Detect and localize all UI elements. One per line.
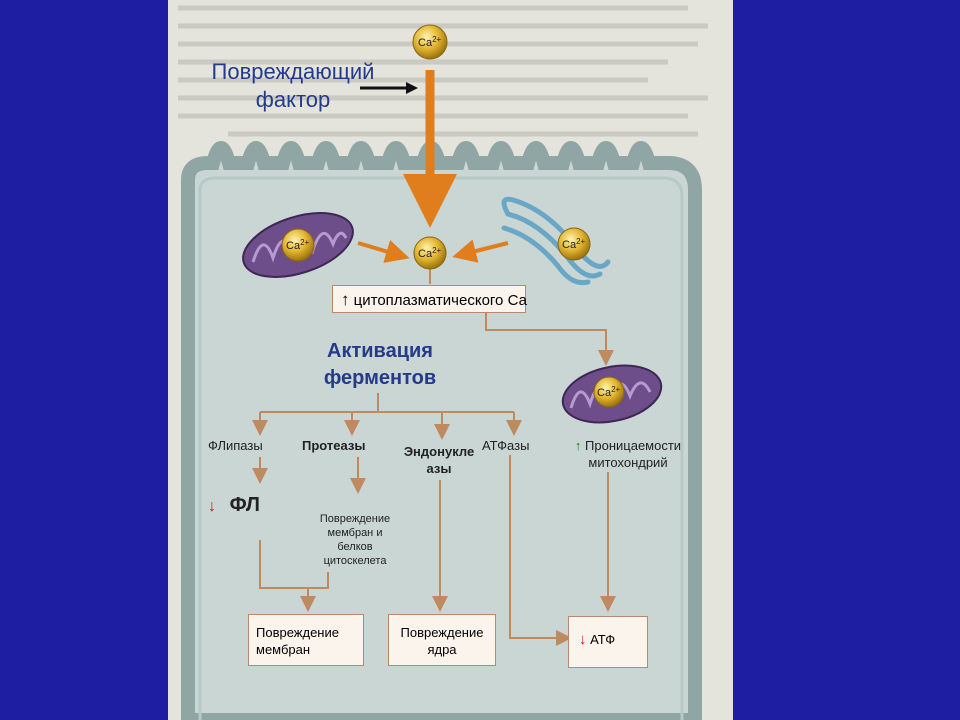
damaging-factor-label: Повреждающий фактор	[198, 58, 388, 114]
increase-arrow-icon: ↑	[341, 290, 350, 309]
cytoplasmic-ca-text: цитоплазматического Са	[353, 292, 527, 309]
cytoskeleton-line4: цитоскелета	[323, 555, 387, 567]
cytoskeleton-damage-label: Повреждение мембран и белков цитоскелета	[300, 512, 410, 568]
mito-permeability-line1: Проницаемости	[585, 438, 682, 453]
calcium-label: Ca2+	[418, 246, 442, 260]
mito-permeability-line2: митохондрий	[588, 455, 668, 470]
cytoplasmic-ca-box: ↑ цитоплазматического Са	[332, 285, 527, 313]
damaging-factor-line1: Повреждающий	[211, 59, 375, 84]
slide-page: Ca2+ Ca2+ Ca2+ Ca2+ Ca2+ Повреждающий	[168, 0, 733, 720]
mito-permeability-label: ↑ Проницаемости митохондрий	[558, 437, 698, 471]
cytoskeleton-line3: белков	[337, 541, 373, 553]
cytoskeleton-line1: Повреждение	[319, 513, 391, 525]
black-arrow-head	[406, 82, 418, 94]
arrow-er-to-ca	[452, 239, 509, 263]
calcium-right-mito-icon	[593, 376, 625, 408]
nuclear-damage-box: Повреждение ядра	[388, 614, 496, 666]
membrane-damage-box: Повреждение мембран	[248, 614, 364, 666]
calcium-er-icon	[557, 227, 591, 261]
red-down-arrow-icon: ↓	[579, 631, 587, 648]
pl-decrease-label: ↓ ФЛ	[208, 494, 260, 517]
cell-diagram: Ca2+ Ca2+ Ca2+ Ca2+ Ca2+	[181, 24, 702, 720]
enzyme-branch-lines	[252, 393, 522, 440]
membrane-damage-line1: Повреждение	[256, 625, 339, 640]
calcium-mitochondria-icon	[281, 228, 315, 262]
atp-text: АТФ	[590, 632, 616, 647]
damaging-factor-line2: фактор	[255, 87, 331, 112]
atp-box: ↓ АТФ	[568, 616, 648, 668]
calcium-label: Ca2+	[286, 238, 310, 252]
nuclear-damage-line2: ядра	[427, 642, 457, 657]
phospholipases-label: ФЛипазы	[208, 438, 263, 453]
green-up-arrow-icon: ↑	[574, 438, 582, 453]
calcium-outside-icon	[412, 24, 448, 60]
proteases-label: Протеазы	[302, 438, 366, 453]
enzyme-activation-line1: Активация	[327, 340, 433, 362]
calcium-label: Ca2+	[597, 385, 621, 399]
endonucleases-line2: азы	[426, 461, 452, 476]
pl-text: ФЛ	[229, 494, 260, 516]
arrow-box-to-mito	[485, 312, 614, 366]
endonucleases-line1: Эндонукле	[403, 444, 475, 459]
enzyme-activation-line2: ферментов	[323, 367, 437, 389]
calcium-cytoplasm-icon	[413, 236, 447, 270]
cytoskeleton-line2: мембран и	[327, 527, 383, 539]
red-down-arrow-icon: ↓	[208, 498, 216, 515]
calcium-label: Ca2+	[418, 35, 442, 49]
pathway-lines	[252, 455, 616, 646]
endonucleases-label: Эндонукле азы	[394, 443, 484, 477]
enzyme-activation-title: Активация ферментов	[300, 338, 460, 392]
membrane-damage-line2: мембран	[256, 642, 311, 657]
nuclear-damage-line1: Повреждение	[400, 625, 484, 640]
atpases-label: АТФазы	[482, 438, 530, 453]
calcium-label: Ca2+	[562, 237, 586, 251]
arrow-mito-to-ca	[357, 239, 410, 263]
